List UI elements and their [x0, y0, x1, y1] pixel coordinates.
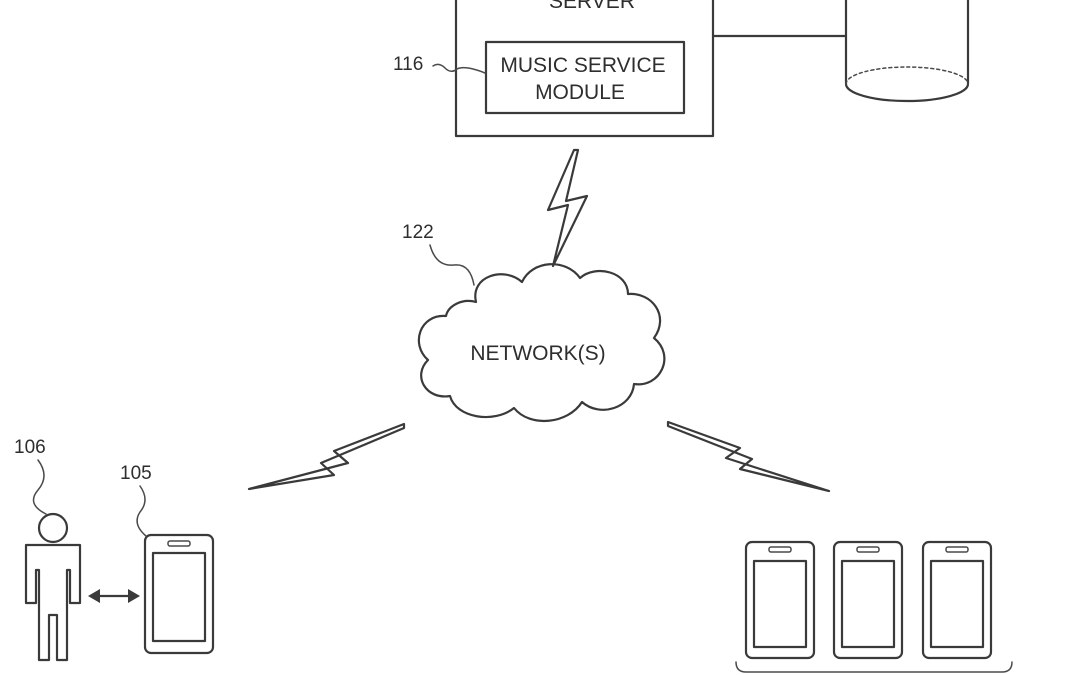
user-figure-icon — [26, 514, 80, 660]
server-node: SERVER MUSIC SERVICE MODULE — [456, 0, 713, 136]
device-ref-leader — [137, 486, 146, 536]
user-ref-leader — [34, 460, 47, 514]
network-label: NETWORK(S) — [470, 342, 605, 365]
device-group-bracket — [736, 662, 1012, 672]
database-icon — [846, 0, 968, 101]
wireless-link-user-icon — [249, 424, 404, 489]
device-ref-label: 105 — [120, 463, 152, 484]
group-device-2-icon — [834, 542, 902, 658]
user-device-icon — [145, 535, 213, 653]
server-label: SERVER — [549, 0, 635, 13]
network-ref-label: 122 — [402, 222, 434, 243]
module-ref-label: 116 — [393, 54, 423, 75]
wireless-link-devices-icon — [668, 422, 829, 491]
module-ref-leader — [433, 64, 485, 73]
user-ref-label: 106 — [14, 437, 46, 458]
network-ref-leader — [430, 245, 474, 285]
group-device-1-icon — [746, 542, 814, 658]
wireless-link-server-icon — [548, 150, 587, 266]
music-service-module-label-line2: MODULE — [535, 81, 625, 104]
group-device-3-icon — [923, 542, 991, 658]
user-device-interaction-arrow-icon — [88, 589, 140, 603]
device-group — [736, 542, 1012, 672]
music-service-module-label-line1: MUSIC SERVICE — [500, 54, 665, 77]
